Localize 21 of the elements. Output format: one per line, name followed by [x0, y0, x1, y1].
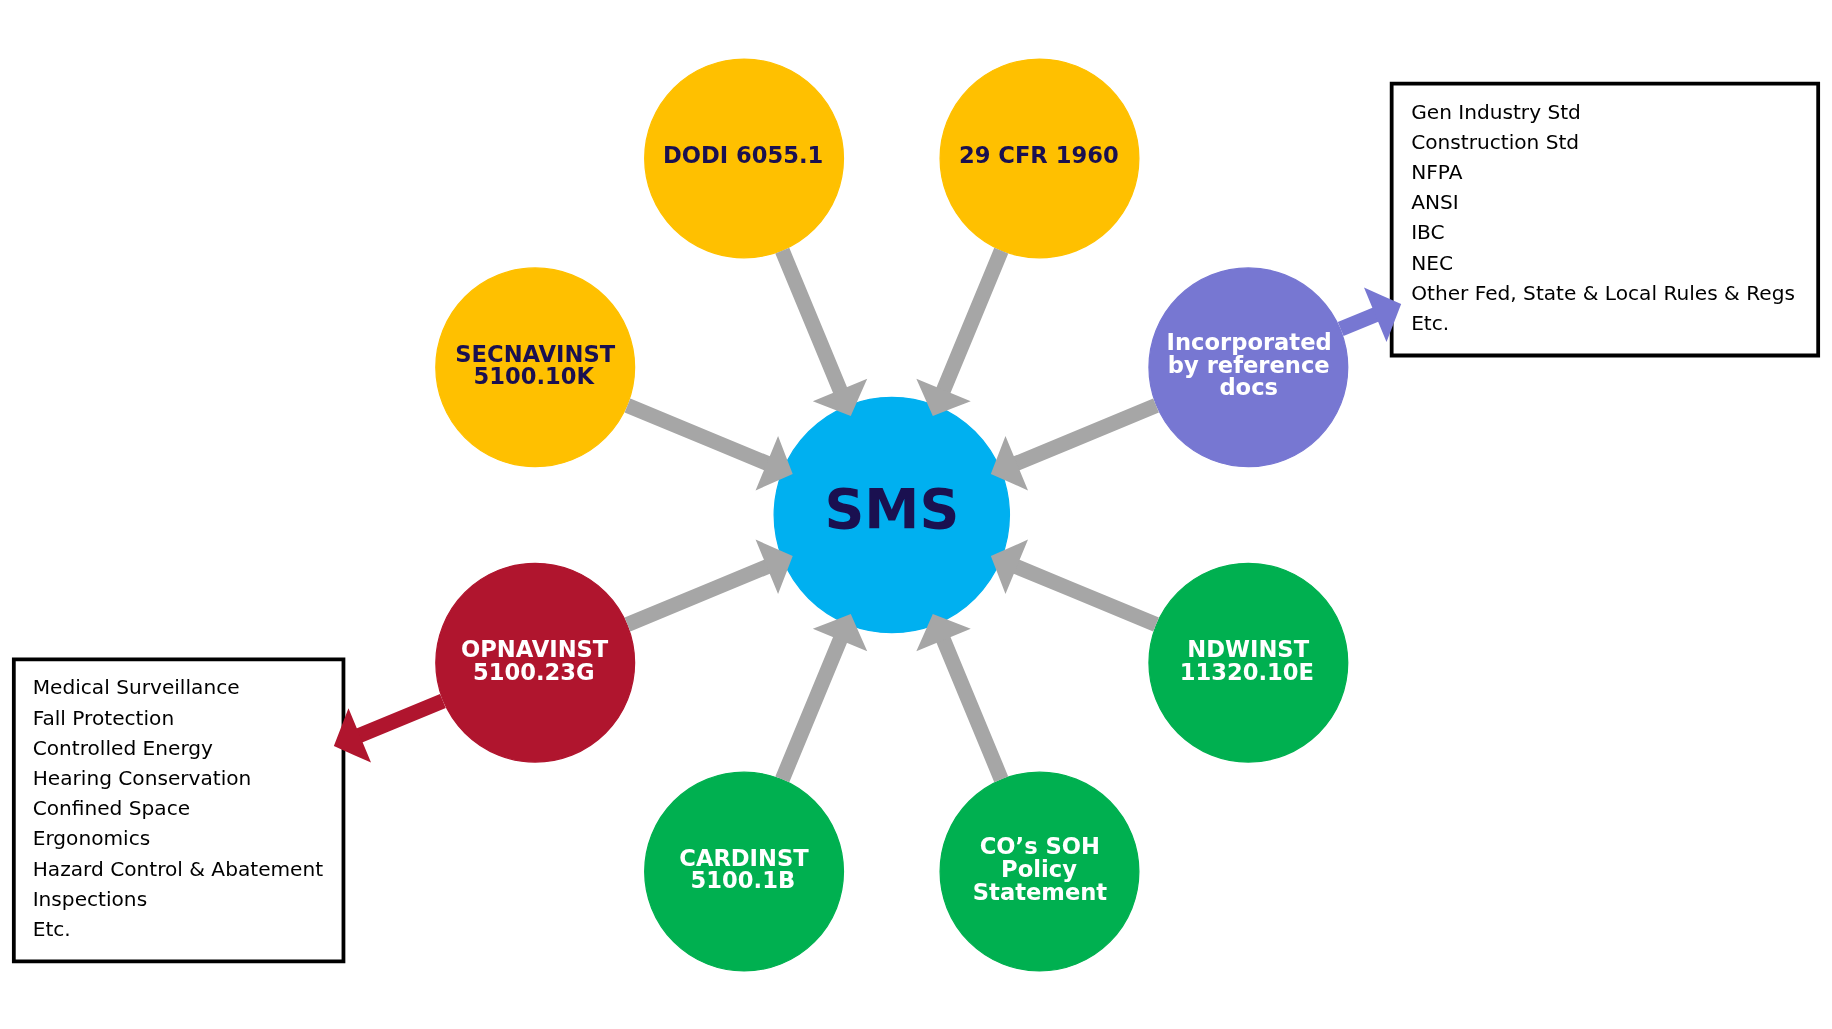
- arrow: [990, 539, 1159, 631]
- node-circle: CO’s SOH Policy Statement: [939, 771, 1140, 972]
- node-circle: CARDINST 5100.1B: [644, 771, 845, 972]
- node-circle: SMS: [773, 396, 1011, 633]
- node-circle: DODI 6055.1: [644, 57, 845, 258]
- node-circle: 29 CFR 1960: [939, 57, 1140, 258]
- arrow: [916, 613, 1009, 782]
- arrow: [775, 613, 868, 782]
- arrow: [775, 247, 868, 416]
- node-box: Gen Industry Std Construction Std NFPA ANSI IBC NEC Other Fed, State & Local Rules & Regs Etc.: [1389, 81, 1821, 357]
- arrow: [333, 693, 446, 763]
- node-box: Medical Surveillance Fall Protection Controlled Energy Hearing Conservation Confined Space Ergonomics Hazard Control & Abatement Inspections Etc.: [11, 657, 346, 963]
- node-circle: NDWINST 11320.10E: [1148, 562, 1349, 763]
- arrow: [624, 398, 793, 490]
- arrow: [624, 539, 793, 631]
- arrow: [916, 247, 1009, 416]
- node-circle: Incorporated by reference docs: [1148, 266, 1349, 467]
- node-circle: SECNAVINST 5100.10K: [435, 266, 636, 467]
- arrow: [990, 398, 1159, 490]
- node-circle: OPNAVINST 5100.23G: [435, 562, 636, 763]
- arrow: [1337, 287, 1402, 342]
